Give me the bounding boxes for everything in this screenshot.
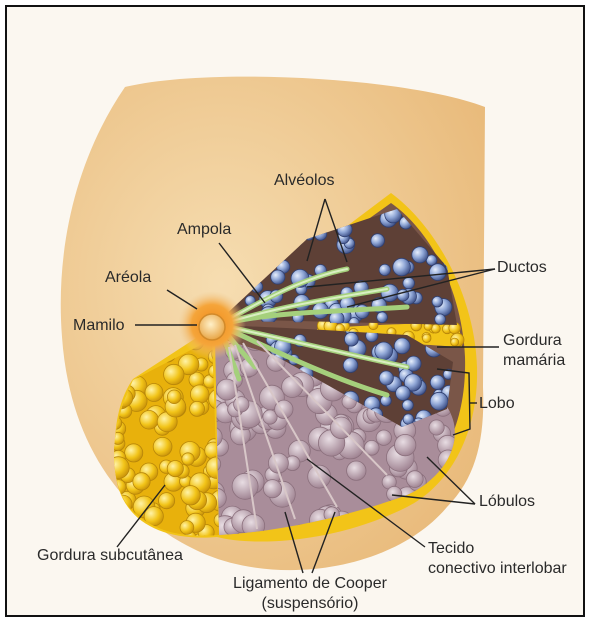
label-mamilo: Mamilo xyxy=(73,317,125,335)
label-areola: Aréola xyxy=(105,269,151,287)
nipple xyxy=(199,314,225,340)
label-tecido-2: conectivo interlobar xyxy=(428,560,567,578)
label-tecido-1: Tecido xyxy=(428,540,474,558)
label-gordura-mamaria-1: Gordura xyxy=(503,332,562,350)
label-lobo: Lobo xyxy=(479,395,515,413)
label-alveolos: Alvéolos xyxy=(274,172,334,190)
label-gordura-subcutanea: Gordura subcutânea xyxy=(37,547,183,565)
figure-frame: Alvéolos Ampola Aréola Mamilo Ductos Gor… xyxy=(5,5,585,617)
label-lobulos: Lóbulos xyxy=(479,493,535,511)
label-gordura-mamaria-2: mamária xyxy=(503,352,565,370)
label-ligamento-2: (suspensório) xyxy=(210,595,410,613)
label-ductos: Ductos xyxy=(497,259,547,277)
label-ampola: Ampola xyxy=(177,221,231,239)
breast-anatomy-illustration xyxy=(7,7,585,617)
label-ligamento-1: Ligamento de Cooper xyxy=(210,575,410,593)
